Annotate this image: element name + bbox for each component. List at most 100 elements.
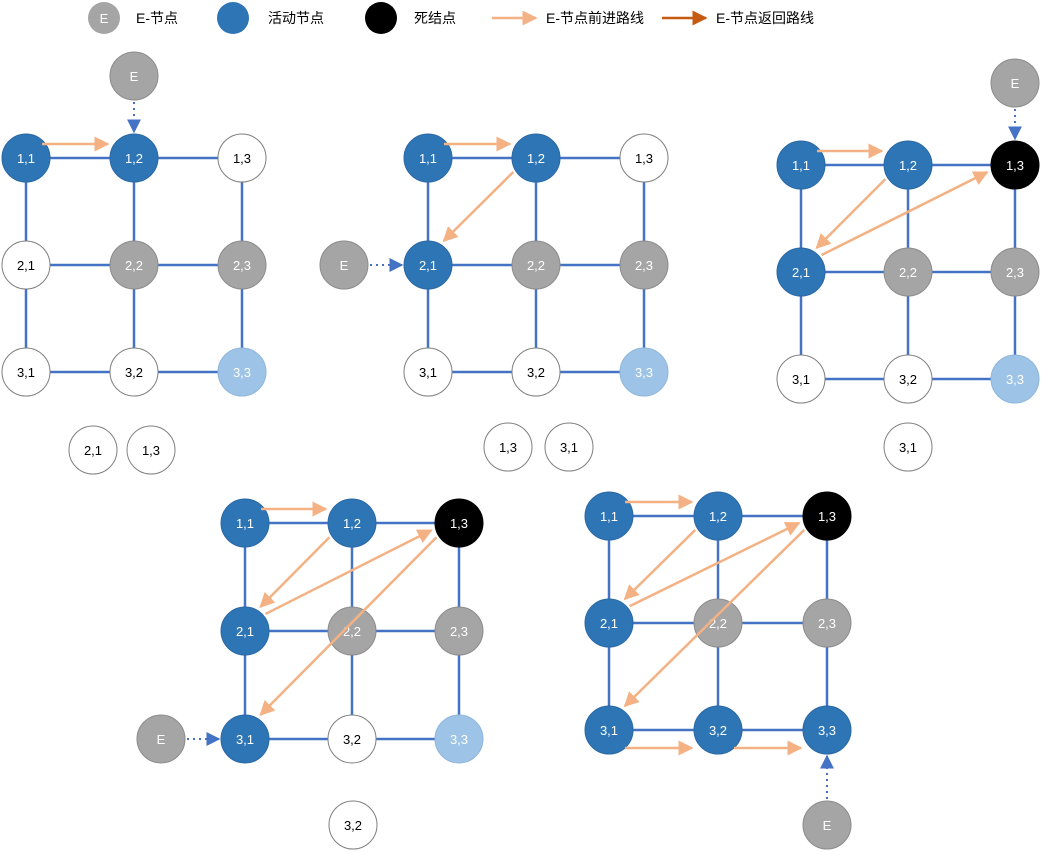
legend-e-node-label: E-节点	[136, 10, 178, 26]
panel-1-node-3-3-label: 3,3	[233, 365, 251, 380]
panel-3-node-3-1-label: 3,1	[792, 372, 810, 387]
panel-2-node-3-1-circle	[403, 347, 453, 397]
panel-3-node-3-3: 3,3	[990, 354, 1040, 404]
panel-4-node-2-1: 2,1	[220, 606, 270, 656]
panel-5-forward-path	[623, 494, 806, 756]
panel-2-node-3-3-circle	[619, 347, 669, 397]
panel-5-node-3-2: 3,2	[693, 705, 743, 755]
panel-2-node-1-1-label: 1,1	[419, 151, 437, 166]
panel-3-node-2-2: 2,2	[883, 247, 933, 297]
legend-dead-label: 死结点	[414, 10, 456, 26]
panel-4-e-label: E	[157, 732, 166, 747]
legend-e-node: E E-节点	[88, 2, 178, 34]
panel-5-e-marker: E	[802, 754, 852, 850]
panel-5-node-3-1-label: 3,1	[600, 723, 618, 738]
panel-3-node-2-1-label: 2,1	[792, 265, 810, 280]
panel-4-node-2-3: 2,3	[434, 606, 484, 656]
panel-4-node-3-2-circle	[327, 714, 377, 764]
panel-3-route-2-1-to-1-3	[821, 171, 989, 257]
panel-2-queue-item-3-1: 3,1	[544, 422, 594, 472]
panel-2-node-3-2: 3,2	[511, 347, 561, 397]
panel-2-node-1-3: 1,3	[619, 133, 669, 183]
panel-5-node-1-1-circle	[584, 491, 634, 541]
legend-forward-label: E-节点前进路线	[546, 10, 644, 26]
panel-1-node-1-1-circle	[1, 133, 51, 183]
panel-4-node-2-3-circle	[434, 606, 484, 656]
panel-2-node-2-2-label: 2,2	[527, 258, 545, 273]
panel-5-route-1-2-to-2-1	[623, 529, 697, 601]
panel-5-node-2-2: 2,2	[693, 598, 743, 648]
panel-5-node-2-3-circle	[802, 598, 852, 648]
panel-3-queue-item-3-1-label: 3,1	[899, 440, 917, 455]
panel-3-node-1-2: 1,2	[883, 140, 933, 190]
panel-2-queue-item-1-3: 1,3	[483, 422, 533, 472]
panel-1-node-2-3: 2,3	[217, 240, 267, 290]
panel-1-node-3-3-circle	[217, 347, 267, 397]
panel-2-node-3-3-label: 3,3	[635, 365, 653, 380]
panel-1-node-2-1-label: 2,1	[17, 258, 35, 273]
panel-1-node-2-3-circle	[217, 240, 267, 290]
panel-4-node-3-3: 3,3	[434, 714, 484, 764]
panel-3-node-3-2-circle	[883, 354, 933, 404]
panel-4-e-circle	[136, 714, 186, 764]
panel-3-queue: 3,1	[883, 422, 933, 472]
legend-dead-swatch	[365, 2, 397, 34]
panel-3-node-1-3-circle	[990, 140, 1040, 190]
panel-3-node-3-3-circle	[990, 354, 1040, 404]
panel-3-node-1-2-label: 1,2	[899, 158, 917, 173]
panel-1-e-label: E	[130, 69, 139, 84]
panel-2-node-3-1: 3,1	[403, 347, 453, 397]
panel-3-node-1-1: 1,1	[776, 140, 826, 190]
panel-4-node-1-3: 1,3	[434, 498, 484, 548]
legend-forward-route: E-节点前进路线	[492, 10, 644, 26]
panel-2-node-3-2-circle	[511, 347, 561, 397]
panel-5-node-3-2-label: 3,2	[709, 723, 727, 738]
panel-4-node-1-3-label: 1,3	[450, 516, 468, 531]
panel-2-e-marker: E	[319, 240, 404, 290]
panel-4-node-3-3-label: 3,3	[450, 732, 468, 747]
panel-3-node-2-2-circle	[883, 247, 933, 297]
panel-1-node-1-3-circle	[217, 133, 267, 183]
panel-2-queue-item-3-1-circle	[544, 422, 594, 472]
panel-1-node-2-1-circle	[1, 240, 51, 290]
panel-2-node-2-2: 2,2	[511, 240, 561, 290]
panel-5-node-3-3-circle	[802, 705, 852, 755]
panel-3-node-2-1: 2,1	[776, 247, 826, 297]
legend: E E-节点 活动节点 死结点 E-节点前进路线 E-节点返回路线	[88, 2, 814, 34]
panel-4-queue-item-3-2-circle	[328, 800, 378, 850]
panel-4-node-3-1: 3,1	[220, 714, 270, 764]
panel-4-route-1-2-to-2-1	[259, 536, 331, 608]
panel-5-node-2-2-label: 2,2	[709, 616, 727, 631]
panel-3-node-2-2-label: 2,2	[899, 265, 917, 280]
panel-1-node-2-3-label: 2,3	[233, 258, 251, 273]
panel-2-node-1-1: 1,1	[403, 133, 453, 183]
panel-4-node-2-2-circle	[327, 606, 377, 656]
panel-5-node-1-1: 1,1	[584, 491, 634, 541]
panel-1-e-circle	[109, 51, 159, 101]
panel-1-node-3-3: 3,3	[217, 347, 267, 397]
panel-4-route-2-1-to-1-3	[264, 529, 433, 616]
panel-3-node-3-1: 3,1	[776, 354, 826, 404]
panel-1-node-1-1-label: 1,1	[17, 151, 35, 166]
panel-4-node-1-1: 1,1	[220, 498, 270, 548]
panel-5-node-1-2-circle	[693, 491, 743, 541]
panel-3-queue-item-3-1-circle	[883, 422, 933, 472]
panel-3-node-1-3-label: 1,3	[1006, 158, 1024, 173]
panel-3-queue-item-3-1: 3,1	[883, 422, 933, 472]
panel-4-node-3-1-label: 3,1	[236, 732, 254, 747]
panel-1-node-3-2: 3,2	[109, 347, 159, 397]
panel-4-node-3-3-circle	[434, 714, 484, 764]
panel-3-node-1-3: 1,3	[990, 140, 1040, 190]
panel-4-node-1-2-label: 1,2	[343, 516, 361, 531]
panel-4-node-1-2-circle	[327, 498, 377, 548]
panel-4-forward-path	[259, 501, 438, 716]
panel-4-node-2-2: 2,2	[327, 606, 377, 656]
panel-3-e-label: E	[1011, 76, 1020, 91]
panel-5-e-circle	[802, 800, 852, 850]
panel-4-node-2-3-label: 2,3	[450, 624, 468, 639]
